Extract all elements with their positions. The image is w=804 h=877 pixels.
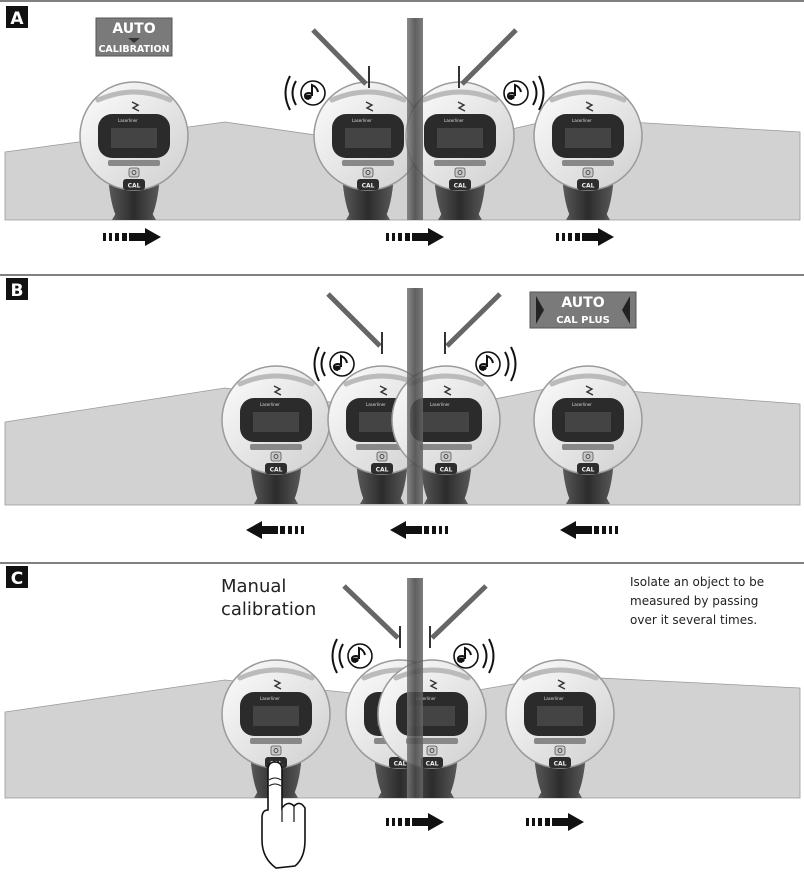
panel-b: B AUTO CAL PLUS: [0, 274, 804, 539]
panel-letter: C: [11, 569, 23, 589]
pointer-left: [326, 292, 382, 348]
music-note-icon: [300, 80, 326, 106]
pointer-right: [430, 584, 488, 640]
pointer-left: [311, 28, 368, 86]
music-note-icon: [475, 351, 501, 377]
music-note-icon: [347, 643, 373, 669]
manual-calibration-label: calibration: [221, 599, 316, 620]
arrow-right-icon: [386, 228, 444, 246]
panel-letter-box: [6, 278, 28, 300]
badge-line1: AUTO: [561, 295, 604, 311]
music-note-icon: [453, 643, 479, 669]
arrow-left-icon: [246, 521, 304, 539]
rebar: [407, 578, 423, 798]
manual-calibration-label: Manual: [221, 576, 286, 597]
badge-line2: CAL PLUS: [556, 315, 610, 326]
sound-wave-icon: [313, 346, 326, 382]
panel-letter-box: [6, 566, 28, 588]
arrow-right-icon: [526, 813, 584, 831]
panel-letter: A: [10, 9, 24, 29]
arrow-right-icon: [386, 813, 444, 831]
hand-pointer-icon: [261, 761, 306, 869]
music-note-icon: [503, 80, 529, 106]
sound-wave-icon: [284, 75, 297, 111]
rebar: [407, 288, 423, 504]
sound-wave-icon: [331, 638, 344, 674]
panel-letter-box: [6, 6, 28, 28]
arrow-left-icon: [560, 521, 618, 539]
pointer-left: [342, 584, 400, 640]
pointer-right: [460, 28, 518, 86]
sound-wave-icon: [504, 346, 517, 382]
pointer-right: [445, 292, 502, 348]
music-note-icon: [329, 351, 355, 377]
panel-c: C Manual calibration Isolate an object t…: [0, 562, 804, 869]
rebar: [407, 18, 423, 220]
badge-line1: AUTO: [112, 21, 155, 37]
auto-calibration-badge: AUTO CALIBRATION: [95, 17, 173, 57]
auto-cal-plus-badge: AUTO CAL PLUS: [529, 291, 637, 329]
arrow-right-icon: [556, 228, 614, 246]
instruction-note: measured by passing: [630, 594, 758, 608]
instruction-note: over it several times.: [630, 613, 757, 627]
panel-a: A AUTO CALIBRATION: [0, 0, 804, 246]
instruction-note: Isolate an object to be: [630, 575, 764, 589]
panel-letter: B: [11, 281, 24, 301]
arrow-left-icon: [390, 521, 448, 539]
arrow-right-icon: [103, 228, 161, 246]
sound-wave-icon: [482, 638, 495, 674]
sound-wave-icon: [532, 75, 545, 111]
badge-line2: CALIBRATION: [98, 44, 169, 55]
